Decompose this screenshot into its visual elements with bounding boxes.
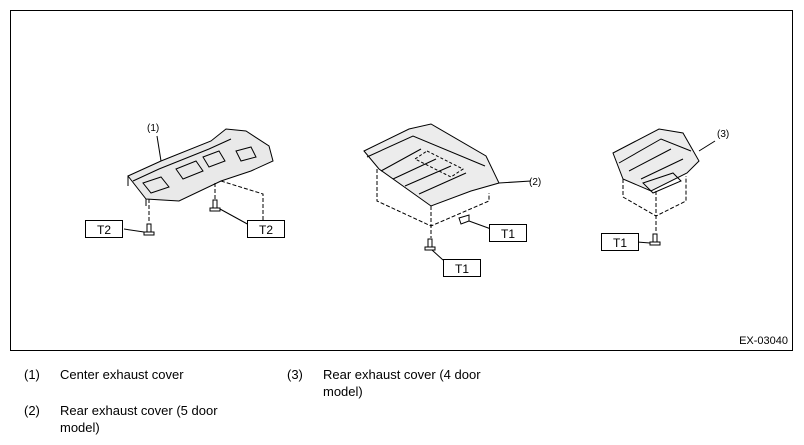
torque-label-t1-right: T1: [601, 233, 639, 251]
legend-text: Rear exhaust cover (5 door model): [60, 403, 218, 435]
torque-label-t2-left: T2: [85, 220, 123, 238]
torque-label-t1-mid-bottom: T1: [443, 259, 481, 277]
callout-1: (1): [147, 123, 160, 134]
legend-text: Rear exhaust cover (4 door model): [323, 367, 481, 399]
rear-exhaust-cover-5-door: [363, 123, 532, 261]
figure-code: EX-03040: [739, 335, 788, 347]
legend-text: Center exhaust cover: [60, 367, 184, 382]
exhaust-cover-drawing: [123, 123, 716, 261]
center-exhaust-cover: [123, 128, 274, 236]
callout-2: (2): [529, 177, 542, 188]
legend-number: (3): [287, 367, 303, 382]
torque-label-t1-mid-right: T1: [489, 224, 527, 242]
rear-exhaust-cover-4-door: [612, 128, 716, 246]
callout-3: (3): [717, 129, 730, 140]
legend-number: (2): [24, 403, 40, 418]
diagram-frame: (1) (2) (3) T2 T2 T1 T1 T1 EX-03040: [10, 10, 793, 351]
legend-number: (1): [24, 367, 40, 382]
torque-label-t2-right: T2: [247, 220, 285, 238]
